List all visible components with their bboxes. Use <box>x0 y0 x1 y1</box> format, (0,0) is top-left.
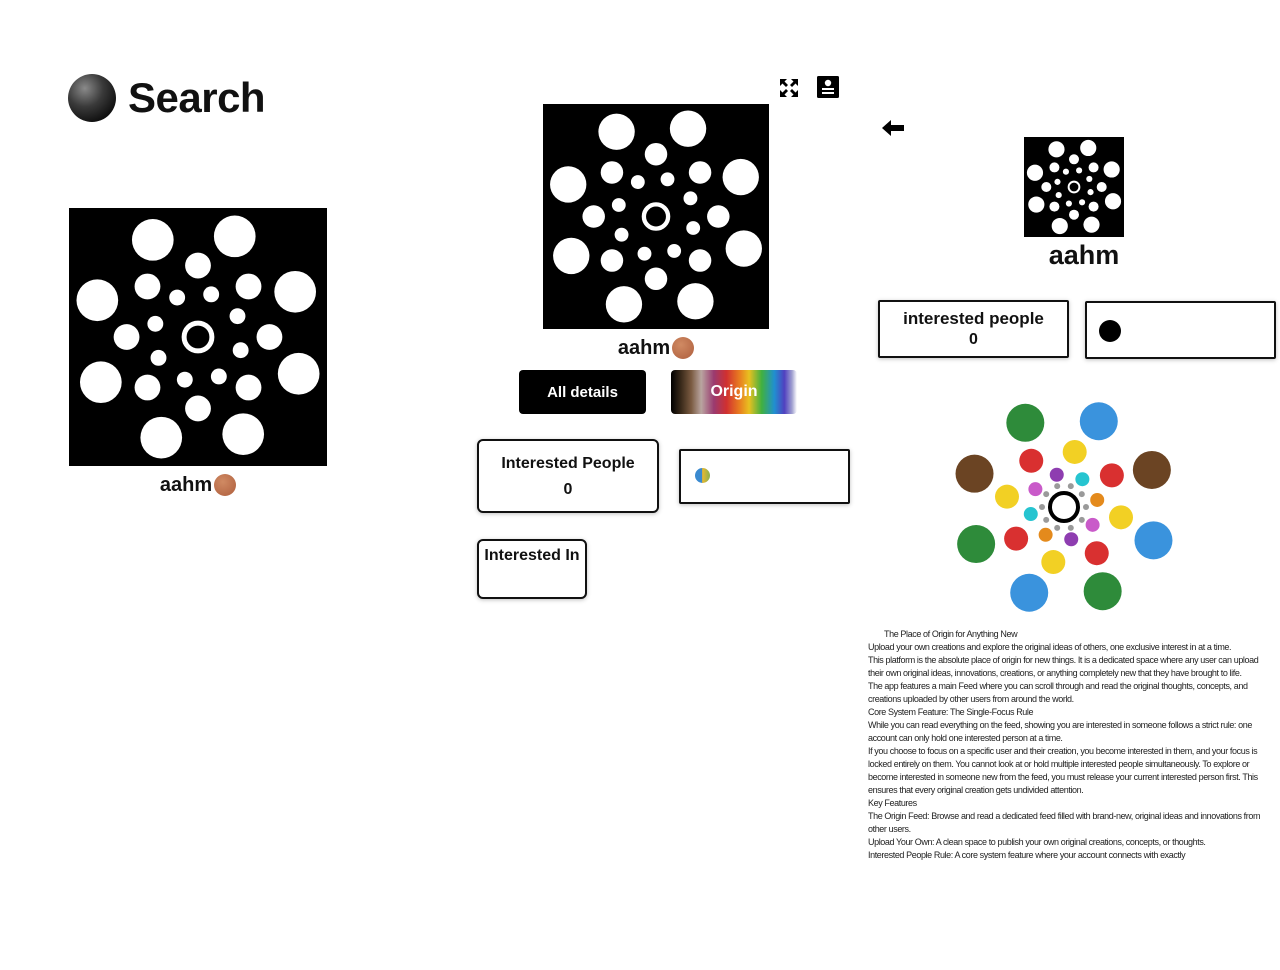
interested-in-label: Interested In <box>484 547 580 564</box>
origin-button[interactable]: Origin <box>671 370 797 414</box>
result-logo-image[interactable] <box>69 208 327 466</box>
search-header[interactable]: Search <box>68 72 266 124</box>
description-line: If you choose to focus on a specific use… <box>868 746 1258 795</box>
result-name-row[interactable]: aahm <box>69 472 327 498</box>
interested-people-label: Interested People <box>501 455 635 472</box>
search-ball-icon <box>68 74 116 122</box>
description-line: The Place of Origin for Anything New <box>884 629 1018 639</box>
description-line: While you can read everything on the fee… <box>868 720 1252 743</box>
description-line: Interested People Rule: A core system fe… <box>868 850 1186 860</box>
description-line: Key Features <box>868 798 917 808</box>
right-profile-name: aahm <box>1048 240 1120 270</box>
black-dot-icon <box>1099 320 1121 342</box>
profile-name-row: aahm <box>543 335 769 361</box>
profile-logo-image <box>543 104 769 329</box>
contact-card-icon[interactable] <box>816 75 840 99</box>
app-description: The Place of Origin for Anything New Upl… <box>868 628 1266 908</box>
expand-icon[interactable] <box>777 76 801 100</box>
right-interested-people-count: 0 <box>969 331 978 348</box>
right-interested-person-slot[interactable] <box>1085 301 1276 359</box>
description-line: Upload your own creations and explore th… <box>868 642 1232 652</box>
description-line: The Origin Feed: Browse and read a dedic… <box>868 811 1261 834</box>
interested-person-slot[interactable] <box>679 449 850 504</box>
description-line: The app features a main Feed where you c… <box>868 681 1248 704</box>
description-line: Core System Feature: The Single-Focus Ru… <box>868 707 1034 717</box>
description-line: Upload Your Own: A clean space to publis… <box>868 837 1206 847</box>
interested-in-card[interactable]: Interested In <box>477 539 587 599</box>
brown-dot-icon <box>672 337 695 359</box>
description-line: This platform is the absolute place of o… <box>868 655 1259 678</box>
profile-name: aahm <box>617 336 671 359</box>
right-interested-people-card[interactable]: interested people 0 <box>878 300 1069 358</box>
brown-dot-icon <box>214 474 237 496</box>
interested-people-card[interactable]: Interested People 0 <box>477 439 659 513</box>
back-arrow-icon[interactable] <box>881 116 905 140</box>
colorful-mandala-graphic <box>946 393 1182 621</box>
interested-people-count: 0 <box>563 481 573 498</box>
all-details-button[interactable]: All details <box>519 370 646 414</box>
multicolor-dot-icon <box>695 468 710 483</box>
search-title: Search <box>128 74 266 121</box>
right-profile-logo-image <box>1024 137 1124 237</box>
right-interested-people-label: interested people <box>903 309 1044 328</box>
result-name: aahm <box>159 473 213 496</box>
